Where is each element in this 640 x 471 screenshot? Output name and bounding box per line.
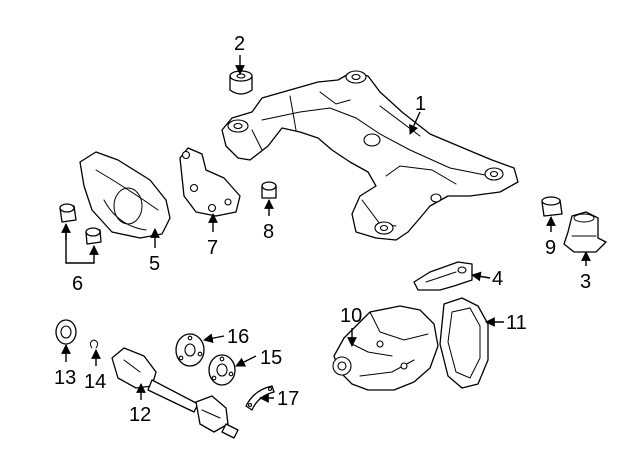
part-bushings-6 (59, 203, 102, 245)
callout-1: 1 (415, 93, 426, 115)
callout-7: 7 (207, 237, 218, 259)
leader-1 (409, 111, 421, 135)
part-bushing-2 (229, 70, 253, 95)
callout-12: 12 (129, 404, 151, 426)
part-flange-16 (175, 333, 205, 367)
callout-11: 11 (506, 312, 527, 334)
callout-9: 9 (545, 237, 556, 259)
part-bracket-7 (179, 147, 241, 217)
part-mount-3 (563, 211, 607, 253)
part-diff-cover-11 (439, 297, 489, 389)
part-bracket-4 (413, 261, 473, 291)
leader-4 (471, 271, 491, 282)
part-subframe (221, 70, 519, 241)
part-flange-15 (208, 354, 236, 386)
leader-6 (65, 228, 95, 264)
part-differential-10 (332, 305, 439, 391)
part-axle-shaft-12 (111, 347, 239, 439)
callout-17: 17 (277, 388, 299, 410)
callout-4: 4 (492, 268, 503, 290)
part-snap-ring-14 (89, 339, 99, 349)
callout-14: 14 (84, 371, 106, 393)
callout-15: 15 (260, 347, 282, 369)
callout-3: 3 (580, 271, 591, 293)
callout-10: 10 (340, 305, 362, 327)
leader-lines (61, 55, 591, 403)
part-bushing-9 (541, 196, 563, 217)
part-bushing-8 (261, 181, 277, 199)
callout-5: 5 (149, 253, 160, 275)
callout-6: 6 (72, 273, 83, 295)
callout-13: 13 (54, 367, 76, 389)
leader-16 (203, 333, 225, 344)
callout-labels: 1 2 3 4 5 6 7 8 9 10 11 12 13 14 15 16 1… (54, 33, 591, 426)
callout-8: 8 (263, 221, 274, 243)
part-seal-ring-13 (55, 319, 77, 345)
callout-16: 16 (227, 326, 249, 348)
leader-15 (235, 355, 257, 367)
callout-2: 2 (234, 33, 245, 55)
part-heat-shield-5 (79, 151, 171, 239)
